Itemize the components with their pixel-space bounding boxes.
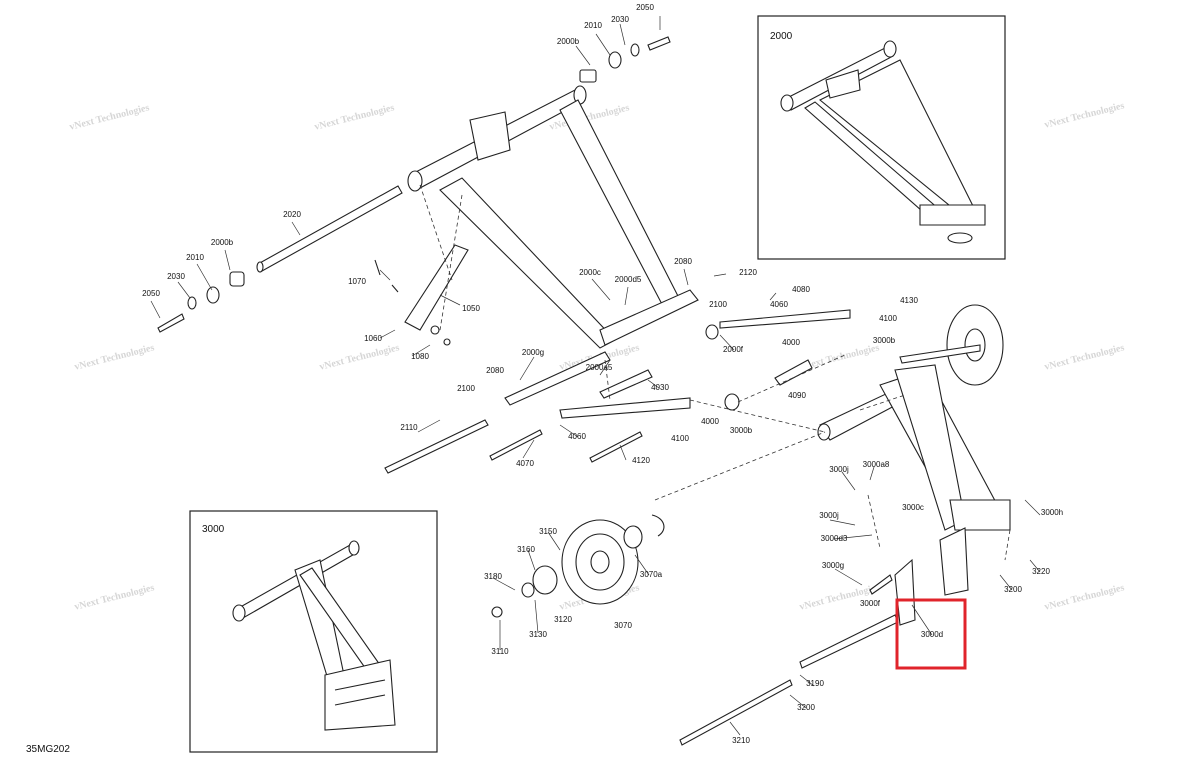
wheel-3070 bbox=[491, 514, 665, 618]
bracket-1050 bbox=[374, 244, 469, 346]
callout-2030: 2030 bbox=[611, 15, 629, 24]
callout-3000c: 3000c bbox=[902, 503, 924, 512]
callout-2010: 2010 bbox=[584, 21, 602, 30]
callout-2020: 2020 bbox=[283, 210, 301, 219]
callout-3070a: 3070a bbox=[640, 570, 663, 579]
callout-2000c: 2000c bbox=[579, 268, 601, 277]
callout-2000g: 2000g bbox=[522, 348, 544, 357]
callout-1080: 1080 bbox=[411, 352, 429, 361]
callout-4000: 4000 bbox=[701, 417, 719, 426]
callout-3180: 3180 bbox=[484, 572, 502, 581]
callout-3110: 3110 bbox=[491, 647, 509, 656]
callout-3210: 3210 bbox=[732, 736, 750, 745]
callout-labels: 2050 2030 2010 2000b 2020 2000b 2010 2030 2050 10… bbox=[142, 3, 1063, 745]
shaft-2020 bbox=[256, 185, 403, 273]
callout-4060: 4060 bbox=[568, 432, 586, 441]
callout-2000f: 2000f bbox=[723, 345, 744, 354]
callout-2000b: 2000b bbox=[211, 238, 234, 247]
inset-2000: 2000 bbox=[757, 15, 1006, 260]
callout-2000a5: 2000a5 bbox=[586, 363, 613, 372]
watermark-text: vNext Technologies bbox=[1043, 342, 1125, 373]
watermark-text: vNext Technologies bbox=[73, 582, 155, 613]
callout-3000b: 3000b bbox=[873, 336, 896, 345]
callout-2000d5: 2000d5 bbox=[615, 275, 642, 284]
callout-2100: 2100 bbox=[709, 300, 727, 309]
callout-4100: 4100 bbox=[671, 434, 689, 443]
callout-2120: 2120 bbox=[739, 268, 757, 277]
callout-2080: 2080 bbox=[674, 257, 692, 266]
callout-3200: 3200 bbox=[797, 703, 815, 712]
bracket-3000d bbox=[679, 527, 969, 746]
inset-2000-a-arm bbox=[780, 40, 986, 244]
hardware-top bbox=[579, 36, 671, 83]
callout-3220: 3220 bbox=[1032, 567, 1050, 576]
callout-4120: 4120 bbox=[632, 456, 650, 465]
callout-2030: 2030 bbox=[167, 272, 185, 281]
watermark-text: vNext Technologies bbox=[68, 102, 150, 133]
callout-4100: 4100 bbox=[879, 314, 897, 323]
callout-1070: 1070 bbox=[348, 277, 366, 286]
callout-1060: 1060 bbox=[364, 334, 382, 343]
callout-2100: 2100 bbox=[457, 384, 475, 393]
assembly-lines bbox=[419, 184, 1011, 561]
callout-3000j: 3000j bbox=[819, 511, 839, 520]
callout-3000b: 3000b bbox=[730, 426, 753, 435]
callout-2000b: 2000b bbox=[557, 37, 580, 46]
watermark-text: vNext Technologies bbox=[73, 342, 155, 373]
highlight-box-3000d bbox=[895, 598, 967, 670]
callout-2110: 2110 bbox=[400, 423, 418, 432]
watermark-text: vNext Technologies bbox=[313, 102, 395, 133]
callout-3000j: 3000j bbox=[829, 465, 849, 474]
hardware-left bbox=[157, 271, 245, 333]
inset-2000-title: 2000 bbox=[770, 31, 793, 42]
callout-4030: 4030 bbox=[651, 383, 669, 392]
callout-3070: 3070 bbox=[614, 621, 632, 630]
watermark-text: vNext Technologies bbox=[1043, 582, 1125, 613]
callout-4060: 4060 bbox=[770, 300, 788, 309]
callout-4080: 4080 bbox=[792, 285, 810, 294]
inset-3000: 3000 bbox=[189, 510, 438, 753]
callout-3000a8: 3000a8 bbox=[863, 460, 890, 469]
callout-4070: 4070 bbox=[516, 459, 534, 468]
callout-3160: 3160 bbox=[517, 545, 535, 554]
callout-4000: 4000 bbox=[782, 338, 800, 347]
callout-3000d3: 3000d3 bbox=[821, 534, 848, 543]
watermark-text: vNext Technologies bbox=[318, 342, 400, 373]
callout-3000h: 3000h bbox=[1041, 508, 1063, 517]
callout-4130: 4130 bbox=[900, 296, 918, 305]
callout-2010: 2010 bbox=[186, 253, 204, 262]
callout-2050: 2050 bbox=[142, 289, 160, 298]
callout-3000f: 3000f bbox=[860, 599, 881, 608]
callout-3190: 3190 bbox=[806, 679, 824, 688]
watermark-text: vNext Technologies bbox=[798, 582, 880, 613]
inset-3000-title: 3000 bbox=[202, 524, 225, 535]
callout-4090: 4090 bbox=[788, 391, 806, 400]
callout-3000g: 3000g bbox=[822, 561, 844, 570]
callout-2050: 2050 bbox=[636, 3, 654, 12]
callout-3000d: 3000d bbox=[921, 630, 943, 639]
callout-3130: 3130 bbox=[529, 630, 547, 639]
watermark-text: vNext Technologies bbox=[1043, 100, 1125, 131]
callout-2080: 2080 bbox=[486, 366, 504, 375]
callout-3150: 3150 bbox=[539, 527, 557, 536]
leader-lines bbox=[150, 16, 1041, 736]
callout-1050: 1050 bbox=[462, 304, 480, 313]
upper-a-arm bbox=[407, 85, 699, 349]
inset-3000-frame bbox=[232, 540, 396, 731]
figure-code: 35MG202 bbox=[26, 744, 70, 755]
rear-frame bbox=[817, 304, 1011, 531]
callout-3200: 3200 bbox=[1004, 585, 1022, 594]
callout-3120: 3120 bbox=[554, 615, 572, 624]
